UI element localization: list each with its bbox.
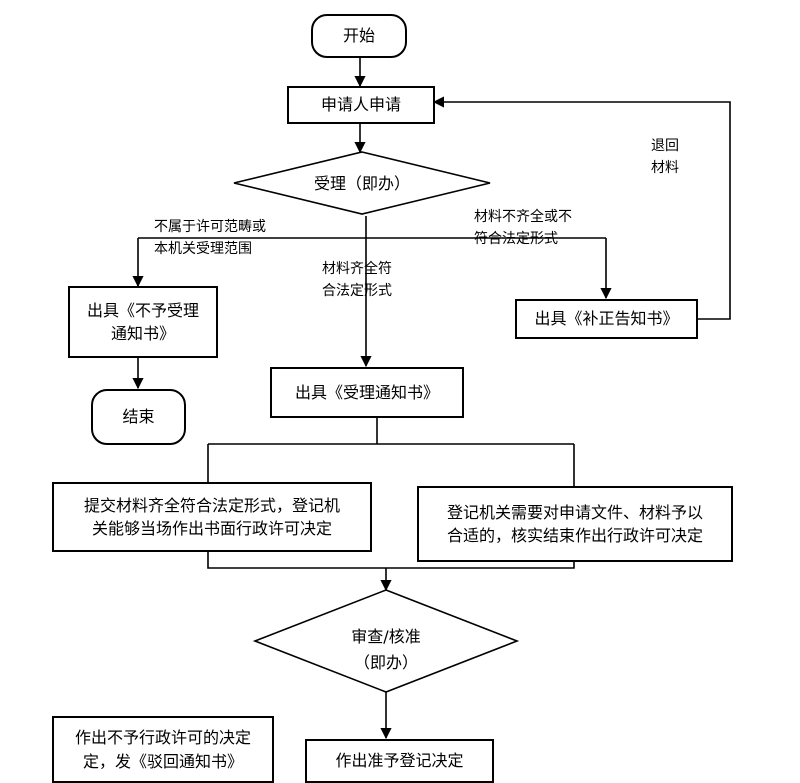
merge-right-line <box>386 562 575 569</box>
complete-label: 材料齐全符 合法定形式 <box>322 261 392 300</box>
deny-decision-node: 作出不予行政许可的决定 定，发《驳回通知书》 <box>52 716 274 783</box>
reject-notice-node: 出具《不予受理 通知书》 <box>68 286 218 358</box>
start-node: 开始 <box>311 14 407 58</box>
accept-notice-node: 出具《受理通知书》 <box>270 367 464 418</box>
immediate-decision-node: 提交材料齐全符合法定形式，登记机 关能够当场作出书面行政许可决定 <box>52 482 372 552</box>
accept-decision-label: 受理（即办） <box>313 174 410 193</box>
out-of-scope-label: 不属于许可范畴或 本机关受理范围 <box>154 219 266 258</box>
review-decision-label: 审查/核准 （即办） <box>351 627 421 672</box>
correction-notice-node: 出具《补正告知书》 <box>515 299 698 339</box>
return-loop-line <box>432 96 731 320</box>
verify-decision-node: 登记机关需要对申请文件、材料予以 合适的，核实结束作出行政许可决定 <box>417 486 733 562</box>
return-materials-label: 退回 材料 <box>651 138 679 177</box>
apply-node: 申请人申请 <box>287 86 435 124</box>
accept-diamond-shape <box>233 151 491 215</box>
merge-left-line <box>207 552 386 569</box>
grant-decision-node: 作出准予登记决定 <box>305 739 494 783</box>
end-node: 结束 <box>91 389 186 445</box>
incomplete-label: 材料不齐全或不 符合法定形式 <box>474 209 572 248</box>
review-diamond-shape <box>252 589 520 693</box>
